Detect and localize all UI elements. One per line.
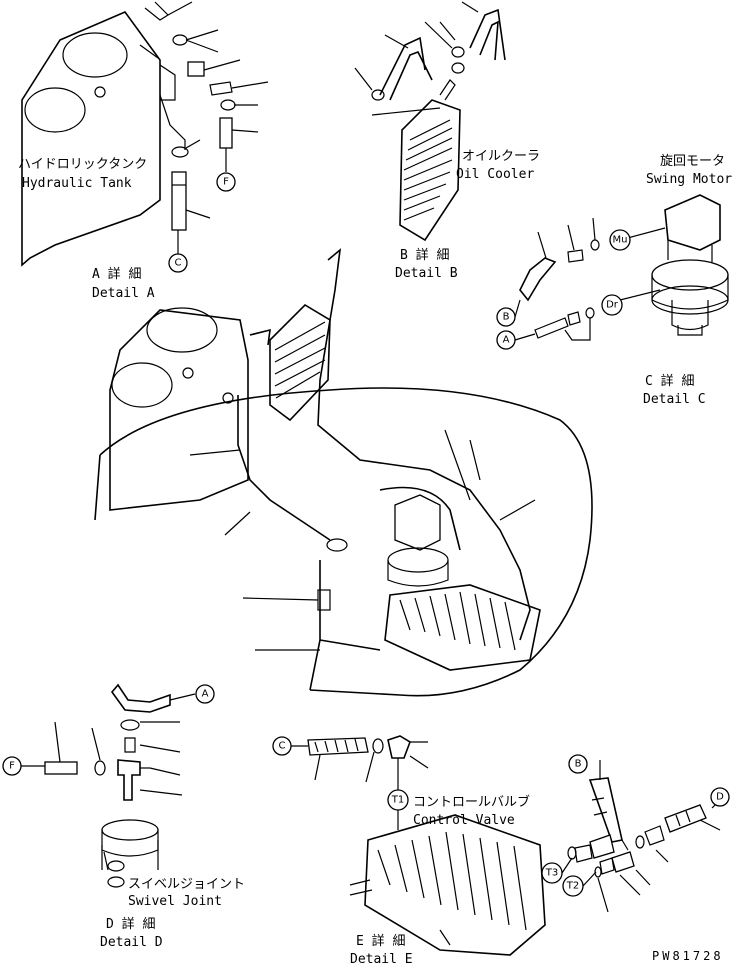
tag-c-detail-a [168,253,188,273]
detail-e-title-jp: E 詳 細 [356,933,405,949]
detail-a-title-jp: A 詳 細 [92,266,141,282]
detail-b-title-en: Detail B [395,266,458,281]
hydraulic-tank-label-en: Hydraulic Tank [22,176,132,191]
detail-b-oil-cooler [354,1,506,242]
tag-a-text: A [202,689,209,700]
swing-motor-label-en: Swing Motor [646,172,732,187]
detail-e-title-en: Detail E [350,952,413,966]
tag-c-text: C [175,258,182,269]
control-valve-label-en: Control Valve [413,813,515,828]
detail-d-title-en: Detail D [100,935,163,950]
tag-c-text: C [279,741,286,752]
tag-t2-text: T2 [566,881,579,892]
tag-f-text: F [223,177,229,188]
detail-b-title-jp: B 詳 細 [400,247,449,263]
control-valve-label-jp: コントロールバルブ [413,794,530,810]
swivel-joint-label-jp: スイベルジョイント [128,877,245,892]
oil-cooler-label-en: Oil Cooler [456,167,534,182]
tag-c-detail-e [272,736,292,756]
tag-d-detail-e [710,787,730,807]
tag-b-text: B [503,312,510,323]
tag-t1-text: T1 [391,795,404,806]
tag-a-detail-d [195,684,215,704]
tag-dr [601,294,623,316]
tag-f-text: F [9,761,15,772]
detail-c-swing-motor [519,194,729,341]
detail-c-title-jp: C 詳 細 [645,373,694,389]
tag-t3-text: T3 [545,868,558,879]
tag-b-text: B [575,759,582,770]
detail-d-title-jp: D 詳 細 [106,916,155,932]
oil-cooler-label-jp: オイルクーラ [462,149,540,164]
swing-motor-label-jp: 旋回モータ [660,154,725,169]
swivel-joint-label-en: Swivel Joint [128,894,222,909]
main-assembly [94,248,593,697]
detail-e-control-valve [290,735,721,956]
tag-mu [609,229,631,251]
tag-dr-text: Dr [606,300,619,311]
tag-f-detail-a [216,172,236,192]
detail-a-hydraulic-tank [21,1,269,267]
tag-d-text: D [716,792,724,803]
detail-a-title-en: Detail A [92,286,155,301]
detail-d-swivel-joint [44,683,196,888]
tag-b-detail-e [568,754,588,774]
drawing-number: PW81728 [652,949,724,963]
hydraulic-tank-label-jp: ハイドロリックタンク [18,157,147,172]
detail-c-title-en: Detail C [643,392,706,407]
tag-a-text: A [503,335,510,346]
tag-mu-text: Mu [613,235,628,246]
